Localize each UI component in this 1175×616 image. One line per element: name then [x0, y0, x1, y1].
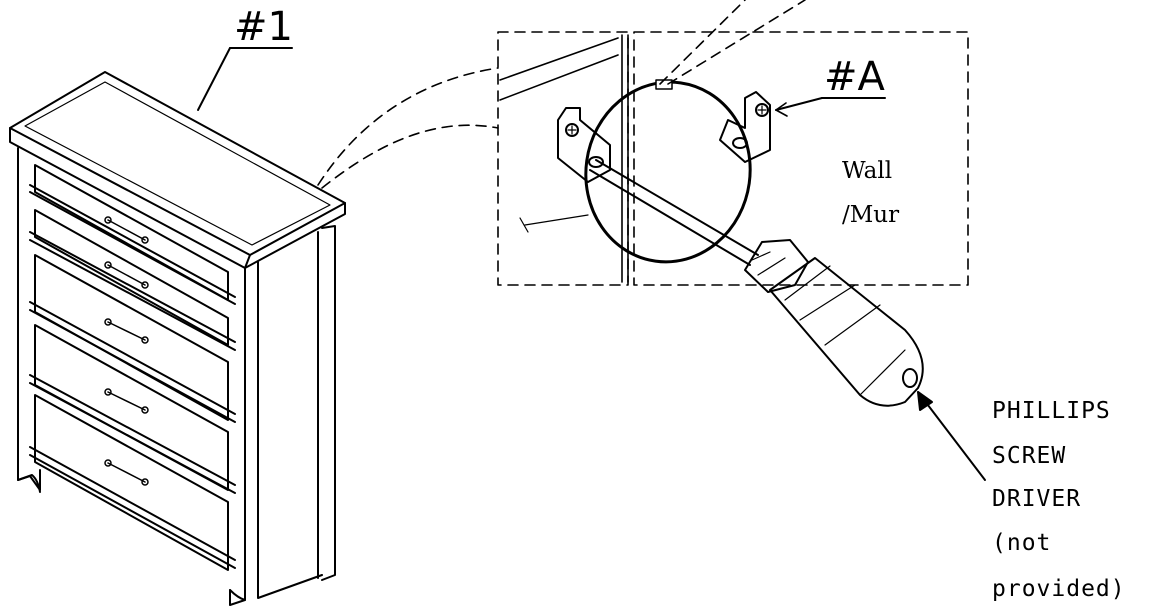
- detail-view: [497, 0, 969, 286]
- drawer-1: [29, 164, 236, 305]
- drawer-4: [29, 324, 236, 494]
- projection-lines: [317, 67, 499, 189]
- drawer-3: [29, 254, 236, 423]
- dresser-side: [321, 225, 336, 581]
- bracket-right: [719, 91, 771, 163]
- cable-crimp: [655, 79, 673, 90]
- dresser-label: #1: [234, 4, 293, 50]
- drawer-5: [29, 394, 236, 571]
- tool-note-line5: provided): [992, 576, 1126, 602]
- drawer-2: [29, 209, 236, 351]
- bracket-label: #A: [824, 54, 886, 100]
- tool-note-line2: SCREW: [992, 443, 1066, 469]
- detail-box-left: [497, 31, 629, 286]
- tool-note-arrow: [917, 391, 986, 481]
- tool-note-line3: DRIVER: [992, 486, 1081, 512]
- dresser-top: [9, 71, 346, 256]
- tool-note: PHILLIPS SCREW DRIVER (not provided): [992, 398, 1126, 602]
- dresser-drawing: [9, 71, 346, 606]
- screwdriver: [589, 159, 924, 407]
- bracket-left: [557, 107, 611, 183]
- dresser-callout: [197, 47, 293, 111]
- wall-label-line1: Wall: [842, 158, 892, 184]
- wall-label-line2: /Mur: [842, 202, 899, 228]
- tool-note-line4: (not: [992, 530, 1051, 556]
- drawer-handles: [104, 216, 149, 486]
- tool-note-line1: PHILLIPS: [992, 398, 1111, 424]
- wire-cable: [584, 80, 752, 264]
- detail-box-right: [633, 31, 969, 286]
